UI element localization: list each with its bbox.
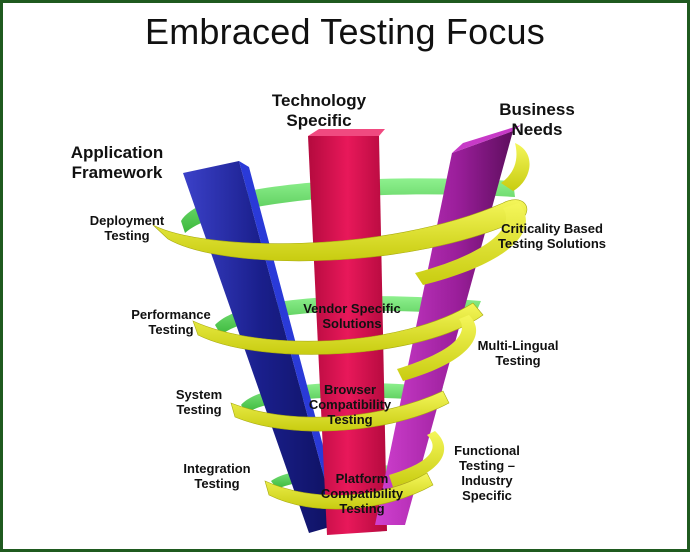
label-functional-line2: Testing – — [458, 457, 516, 473]
label-deployment-line1: Deployment — [89, 213, 165, 228]
label-platform-line1: Platform — [335, 471, 389, 486]
spiral-funnel-graphic — [152, 125, 530, 535]
label-performance-line2: Testing — [148, 321, 194, 337]
label-performance-testing: Performance Testing — [121, 307, 221, 338]
pillar-label-application: Application Framework — [55, 143, 179, 182]
label-system-line2: Testing — [176, 401, 222, 417]
label-system-testing: System Testing — [159, 387, 239, 418]
label-vendor-line1: Vendor Specific — [303, 301, 401, 316]
label-platform-compatibility: Platform Compatibility Testing — [307, 471, 417, 517]
label-functional-line1: Functional — [454, 443, 520, 458]
pillar-label-application-line1: Application — [70, 143, 164, 162]
label-functional-line4: Specific — [462, 487, 512, 503]
label-multilingual-line2: Testing — [495, 352, 541, 368]
label-browser-compatibility: Browser Compatibility Testing — [295, 382, 405, 428]
pillar-label-technology: Technology Specific — [261, 91, 377, 130]
pillar-label-business-line1: Business — [499, 100, 575, 119]
label-criticality-line1: Criticality Based — [501, 221, 603, 236]
label-criticality-line2: Testing Solutions — [497, 235, 607, 251]
label-integration-testing: Integration Testing — [169, 461, 265, 492]
pillar-label-technology-line1: Technology — [271, 91, 367, 110]
label-vendor-line2: Solutions — [322, 315, 382, 331]
label-vendor-specific: Vendor Specific Solutions — [287, 301, 417, 332]
label-browser-line3: Testing — [327, 411, 373, 427]
pillar-label-technology-line2: Specific — [286, 110, 352, 130]
label-performance-line1: Performance — [131, 307, 211, 322]
label-browser-line2: Compatibility — [308, 396, 392, 412]
label-multilingual-line1: Multi-Lingual — [477, 338, 559, 353]
label-functional-testing: Functional Testing – Industry Specific — [439, 443, 535, 504]
label-deployment-testing: Deployment Testing — [77, 213, 177, 244]
label-system-line1: System — [175, 387, 223, 402]
label-platform-line3: Testing — [339, 500, 385, 516]
pillar-label-business: Business Needs — [489, 100, 585, 139]
spiral-front-band — [152, 143, 530, 510]
label-platform-line2: Compatibility — [320, 485, 404, 501]
pillar-label-application-line2: Framework — [71, 162, 163, 182]
label-criticality-based: Criticality Based Testing Solutions — [487, 221, 617, 252]
pillar-technology-specific — [308, 129, 387, 535]
label-integration-line2: Testing — [194, 475, 240, 491]
label-multi-lingual: Multi-Lingual Testing — [465, 338, 571, 369]
diagram-title: Embraced Testing Focus — [145, 11, 545, 52]
pillar-label-business-line2: Needs — [511, 119, 563, 139]
label-functional-line3: Industry — [461, 472, 513, 488]
label-deployment-line2: Testing — [104, 227, 150, 243]
label-integration-line1: Integration — [183, 461, 251, 476]
label-browser-line1: Browser — [323, 382, 377, 397]
